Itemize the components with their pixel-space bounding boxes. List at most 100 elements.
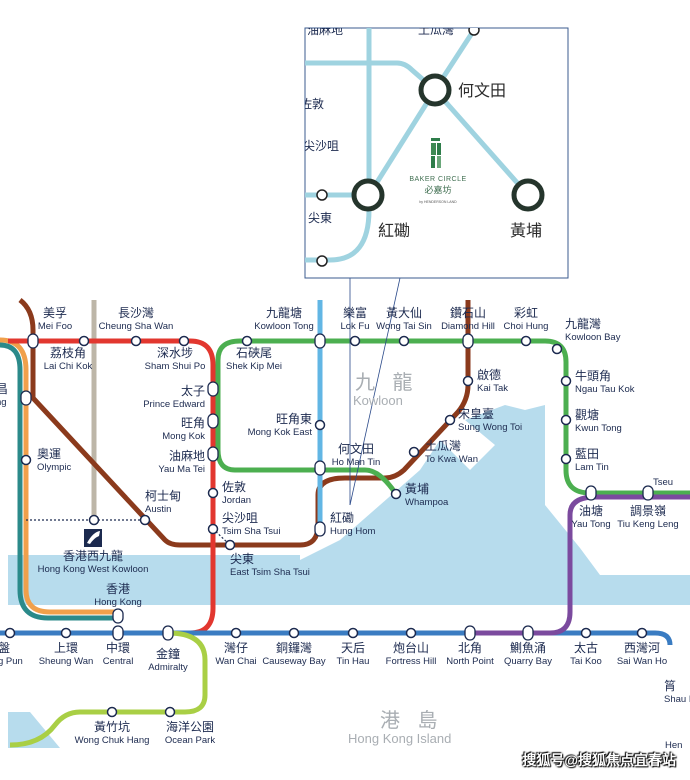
- interchange-marker: [462, 333, 474, 349]
- station-name-en: Shek Kip Mei: [226, 361, 282, 372]
- station-name-en: Prince Edward: [143, 399, 205, 410]
- station-name-zh: 彩虹: [514, 306, 538, 320]
- station-name-en: Sheung Wan: [39, 656, 94, 667]
- station-name-zh: 鑽石山: [450, 305, 486, 320]
- station-name-en: Choi Hung: [504, 321, 549, 332]
- station-hen[interactable]: Hen: [665, 740, 682, 751]
- station-g-pun[interactable]: 盤g Pun: [0, 627, 23, 668]
- station-marker: [224, 539, 236, 551]
- station-tseu[interactable]: Tseu: [653, 477, 673, 488]
- station-marker: [636, 627, 648, 639]
- kwun-tong-line: [215, 338, 690, 496]
- logo-by: by HENDERSON LAND: [419, 200, 457, 204]
- station-name-en: Sham Shui Po: [145, 361, 206, 372]
- station-marker: [349, 335, 361, 347]
- station-name-zh: 旺角: [181, 416, 205, 430]
- station-name-en: ng: [0, 397, 7, 408]
- south-island-line: [9, 630, 208, 748]
- station-name-zh: 宋皇臺: [458, 406, 494, 421]
- station-name-zh: 牛頭角: [575, 368, 611, 383]
- station-name-zh: 佐敦: [222, 479, 246, 494]
- interchange-marker: [464, 625, 476, 641]
- station-name-en: Tai Koo: [570, 656, 602, 667]
- station-name-en: Shau Ke: [664, 694, 690, 705]
- station-marker: [398, 335, 410, 347]
- airport-express-line: [0, 342, 118, 621]
- station-name-zh: 海洋公園: [166, 719, 214, 734]
- station-name-en: Quarry Bay: [504, 656, 552, 667]
- station-marker: [78, 335, 90, 347]
- station-name-en: Whampoa: [405, 497, 449, 508]
- inset-label-whampoa: 黃埔: [510, 222, 542, 240]
- station-name-en: Lai Chi Kok: [44, 361, 93, 372]
- station-name-en: Sung Wong Toi: [458, 422, 522, 433]
- district-island-zh: 港 島: [380, 709, 444, 732]
- station-ng[interactable]: 昌ng: [0, 382, 32, 408]
- station-name-zh: 太子: [181, 383, 205, 398]
- inset-station-whampoa: [511, 178, 545, 212]
- interchange-marker: [642, 485, 654, 501]
- inset-partial-label: 土瓜灣: [418, 23, 454, 37]
- station-name-zh: 啟德: [477, 367, 501, 382]
- station-name-en: Causeway Bay: [262, 656, 326, 667]
- island-line: [0, 630, 673, 646]
- baker-circle-logo: BAKER CIRCLE 必嘉坊 by HENDERSON LAND: [409, 138, 466, 204]
- interchange-marker: [522, 625, 534, 641]
- station-marker: [106, 706, 118, 718]
- station-name-en: Mong Kok East: [248, 427, 313, 438]
- station-name-en: Ngau Tau Kok: [575, 384, 635, 395]
- station-marker: [444, 414, 456, 426]
- station-name-en: Admiralty: [148, 662, 188, 673]
- station-marker: [314, 419, 326, 431]
- station-name-en: Ho Man Tin: [332, 457, 381, 468]
- interchange-marker: [112, 608, 124, 624]
